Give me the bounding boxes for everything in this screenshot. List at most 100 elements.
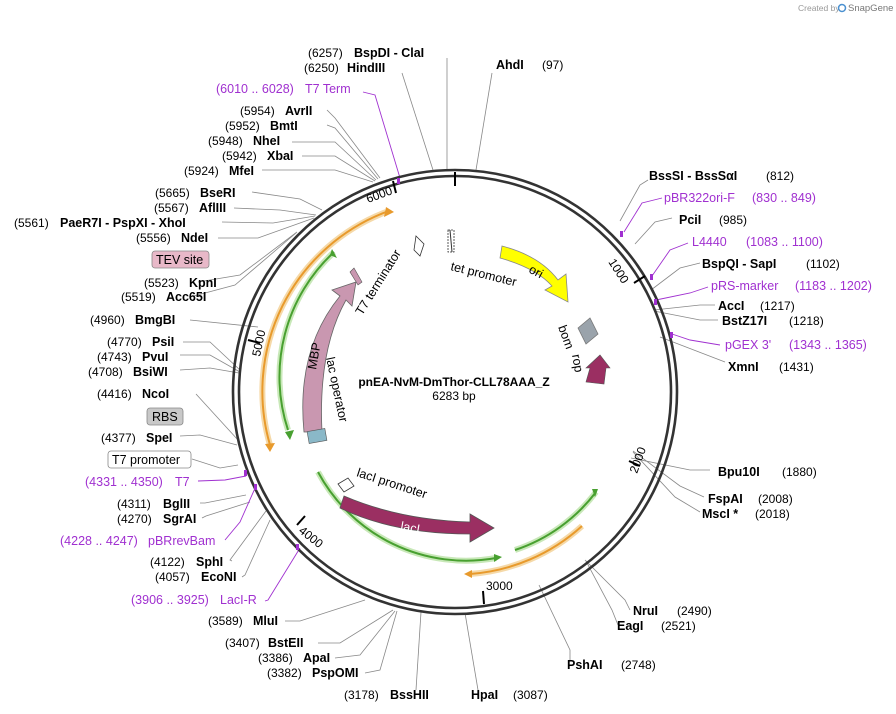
- primer-leader-lines: [197, 91, 721, 602]
- site-pos-bstz17i: (1218): [789, 314, 824, 328]
- site-name-bglii: BglII: [163, 497, 190, 511]
- site-name-ncoi: NcoI: [142, 387, 169, 401]
- site-pos-sgrai: (4270): [117, 512, 152, 526]
- site-pos-hindiii: (6250): [304, 61, 339, 75]
- primer-range-t7term: (6010 .. 6028): [216, 82, 294, 96]
- primer-range-laci-r: (3906 .. 3925): [131, 593, 209, 607]
- site-pos-econi: (4057): [155, 570, 190, 584]
- watermark-prefix: Created by: [798, 3, 840, 13]
- bom-feature: [577, 317, 599, 345]
- site-name-mlui: MluI: [253, 614, 278, 628]
- laci-label: lacI: [399, 519, 421, 536]
- site-name-xmni: XmnI: [728, 360, 759, 374]
- site-pos-bglii: (4311): [117, 497, 151, 511]
- site-name-pshai: PshAI: [567, 658, 602, 672]
- site-name-acc65i: Acc65I: [166, 290, 206, 304]
- laci-promoter-glyph: [337, 477, 355, 493]
- tick-label-2000: 2000: [627, 445, 649, 475]
- small-feature-arrow: [413, 235, 425, 257]
- primer-marks: [244, 178, 673, 550]
- site-name-bspdi: BspDI - ClaI: [354, 46, 424, 60]
- site-name-apai: ApaI: [303, 651, 330, 665]
- site-name-bsteii: BstEII: [268, 636, 303, 650]
- site-name-bsiwi: BsiWI: [133, 365, 168, 379]
- site-pos-mlui: (3589): [208, 614, 243, 628]
- site-name-afliii: AflIII: [199, 201, 226, 215]
- site-pos-bsssi: (812): [766, 169, 794, 183]
- plasmid-length: 6283 bp: [432, 389, 476, 403]
- primer-range-t7: (4331 .. 4350): [85, 475, 163, 489]
- plasmid-name: pnEA-NvM-DmThor-CLL78AAA_Z: [358, 375, 549, 389]
- rbs-box: RBS: [146, 407, 184, 426]
- site-pos-xmni: (1431): [779, 360, 814, 374]
- site-name-ahdi: AhdI: [496, 58, 524, 72]
- site-pos-hpai: (3087): [513, 688, 548, 702]
- site-name-bseri: BseRI: [200, 186, 235, 200]
- site-name-fspai: FspAI: [708, 492, 743, 506]
- site-name-kpni: KpnI: [189, 276, 217, 290]
- site-name-ndei: NdeI: [181, 231, 208, 245]
- leader-lines: [179, 58, 726, 691]
- site-pos-bsteii: (3407): [225, 636, 260, 650]
- site-pos-apai: (3386): [258, 651, 293, 665]
- scale-ticks: [247, 180, 646, 605]
- tet-promoter-label: tet promoter: [449, 259, 518, 289]
- rop-feature: [585, 354, 611, 385]
- site-name-nrui: NruI: [633, 604, 658, 618]
- site-name-sgrai: SgrAI: [163, 512, 196, 526]
- watermark-brand: SnapGene: [848, 3, 893, 14]
- site-pos-eagi: (2521): [661, 619, 696, 633]
- site-pos-acci: (1217): [760, 299, 795, 313]
- site-pos-spei: (4377): [101, 431, 136, 445]
- site-name-pcii: PciI: [679, 213, 701, 227]
- site-pos-bseri: (5665): [155, 186, 190, 200]
- arc-arrowheads: [265, 207, 598, 578]
- rbs-label: RBS: [152, 410, 178, 424]
- site-pos-ncoi: (4416): [97, 387, 132, 401]
- backbone-outer-ring: [231, 168, 679, 616]
- primer-range-pgex3: (1343 .. 1365): [789, 338, 867, 352]
- tick-label-5000: 5000: [249, 328, 268, 357]
- tev-site-box: TEV site: [151, 250, 210, 269]
- site-pos-pspomi: (3382): [267, 666, 302, 680]
- site-pos-afliii: (5567): [154, 201, 189, 215]
- site-name-bspqi: BspQI - SapI: [702, 257, 776, 271]
- site-name-xbai: XbaI: [267, 149, 293, 163]
- site-name-paer7i: PaeR7I - PspXI - XhoI: [60, 216, 186, 230]
- primer-name-t7term: T7 Term: [305, 82, 351, 96]
- primer-name-l4440: L4440: [692, 235, 727, 249]
- site-pos-bpu10i: (1880): [782, 465, 817, 479]
- site-pos-xbai: (5942): [222, 149, 257, 163]
- t7-promoter-label: T7 promoter: [112, 453, 180, 467]
- laci-feature: [339, 495, 495, 543]
- site-pos-mfei: (5924): [184, 164, 219, 178]
- primer-name-laci-r: LacI-R: [220, 593, 257, 607]
- site-pos-bsiwi: (4708): [88, 365, 123, 379]
- site-pos-bmti: (5952): [225, 119, 260, 133]
- tet-promoter-glyph: [447, 229, 455, 253]
- site-name-hindiii: HindIII: [347, 61, 385, 75]
- tick-label-4000: 4000: [296, 523, 326, 551]
- tick-label-3000: 3000: [486, 579, 513, 593]
- tev-site-label: TEV site: [156, 253, 203, 267]
- mbp-feature: [302, 281, 357, 433]
- site-name-pspomi: PspOMI: [312, 666, 359, 680]
- site-pos-pshai: (2748): [621, 658, 656, 672]
- primer-name-pgex3: pGEX 3': [725, 338, 771, 352]
- site-pos-pcii: (985): [719, 213, 747, 227]
- site-name-bmti: BmtI: [270, 119, 298, 133]
- t7-terminator-feature: [349, 267, 363, 286]
- site-pos-bsshii: (3178): [344, 688, 379, 702]
- snapgene-logo-icon: [837, 3, 847, 13]
- site-pos-bspqi: (1102): [806, 257, 840, 271]
- primer-range-l4440: (1083 .. 1100): [746, 235, 823, 249]
- site-pos-nhei: (5948): [208, 134, 243, 148]
- site-pos-msci: (2018): [755, 507, 790, 521]
- bom-label: bom: [555, 323, 576, 351]
- site-pos-acc65i: (5519): [121, 290, 156, 304]
- site-pos-paer7i: (5561): [14, 216, 49, 230]
- site-name-pvui: PvuI: [142, 350, 168, 364]
- site-name-bsshii: BssHII: [390, 688, 429, 702]
- site-name-econi: EcoNI: [201, 570, 236, 584]
